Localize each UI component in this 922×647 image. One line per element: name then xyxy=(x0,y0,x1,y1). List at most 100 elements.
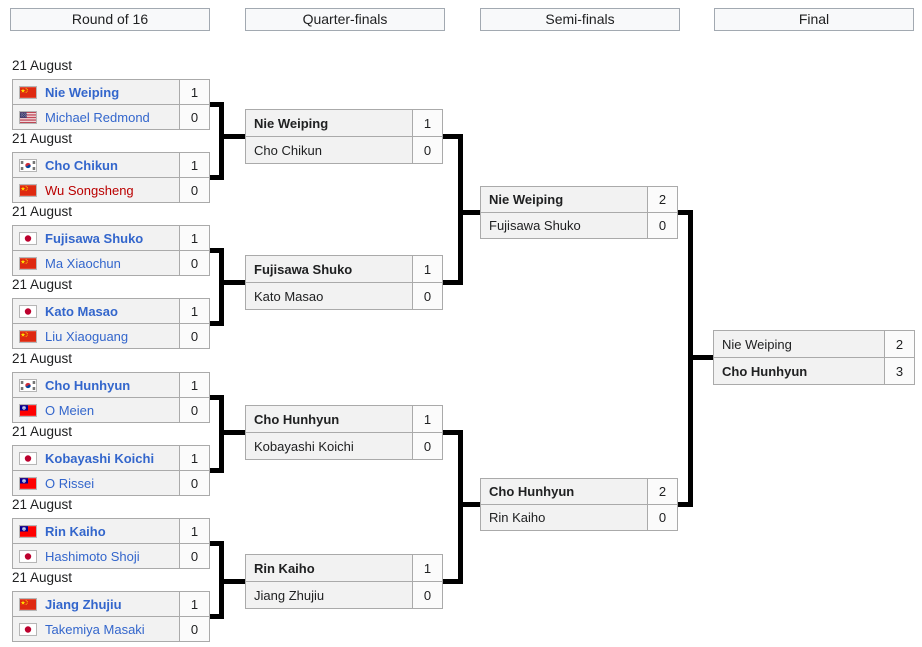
bracket-connector xyxy=(693,355,713,360)
round-header-semi-finals: Semi-finals xyxy=(480,8,680,31)
player-row: Nie Weiping 2 xyxy=(481,187,677,212)
bracket-connector xyxy=(458,134,463,285)
round-header-final: Final xyxy=(714,8,914,31)
score-cell: 2 xyxy=(647,187,677,212)
player-row: Ma Xiaochun 0 xyxy=(13,250,209,275)
bracket-connector xyxy=(224,134,245,139)
player-row: Fujisawa Shuko 0 xyxy=(481,212,677,238)
player-link[interactable]: O Meien xyxy=(45,402,95,418)
score-cell: 2 xyxy=(884,331,914,357)
player-row: Rin Kaiho 1 xyxy=(246,555,442,581)
bracket-connector xyxy=(443,579,463,584)
player-link[interactable]: Ma Xiaochun xyxy=(45,255,121,271)
score-cell: 0 xyxy=(179,324,209,348)
player-row: Jiang Zhujiu 1 xyxy=(13,592,209,616)
player-row: O Rissei 0 xyxy=(13,470,209,495)
score-cell: 1 xyxy=(412,256,442,282)
flag-china-icon xyxy=(19,183,37,197)
flag-taiwan-icon xyxy=(19,476,37,490)
match-qf-1: Nie Weiping 1 Cho Chikun 0 xyxy=(245,109,443,164)
score-cell: 0 xyxy=(647,213,677,238)
score-cell: 0 xyxy=(647,505,677,530)
player-row: Cho Chikun 0 xyxy=(246,136,442,163)
bracket-connector xyxy=(219,541,224,619)
player-name: Nie Weiping xyxy=(722,336,792,352)
player-row: Cho Hunhyun 1 xyxy=(246,406,442,432)
bracket-connector xyxy=(678,502,693,507)
flag-japan-icon xyxy=(19,549,37,563)
score-cell: 1 xyxy=(179,153,209,177)
bracket-connector xyxy=(224,579,245,584)
flag-taiwan-icon xyxy=(19,403,37,417)
player-row: Wu Songsheng 0 xyxy=(13,177,209,202)
score-cell: 1 xyxy=(412,406,442,432)
match-r16-5: Cho Hunhyun 1 O Meien 0 xyxy=(12,372,210,423)
player-row: Cho Hunhyun 3 xyxy=(714,357,914,384)
score-cell: 0 xyxy=(412,283,442,309)
player-link[interactable]: Nie Weiping xyxy=(45,84,120,100)
player-row: Liu Xiaoguang 0 xyxy=(13,323,209,348)
player-row: Rin Kaiho 1 xyxy=(13,519,209,543)
match-r16-8: Jiang Zhujiu 1 Takemiya Masaki 0 xyxy=(12,591,210,642)
flag-china-icon xyxy=(19,85,37,99)
player-link[interactable]: Jiang Zhujiu xyxy=(45,596,122,612)
bracket-connector xyxy=(443,280,463,285)
player-link[interactable]: Takemiya Masaki xyxy=(45,621,145,637)
score-cell: 1 xyxy=(179,299,209,323)
score-cell: 0 xyxy=(412,582,442,608)
player-row: Cho Hunhyun 1 xyxy=(13,373,209,397)
flag-japan-icon xyxy=(19,231,37,245)
flag-south-korea-icon xyxy=(19,158,37,172)
player-row: Michael Redmond 0 xyxy=(13,104,209,129)
score-cell: 0 xyxy=(179,398,209,422)
score-cell: 0 xyxy=(179,178,209,202)
player-row: Kato Masao 1 xyxy=(13,299,209,323)
match-qf-2: Fujisawa Shuko 1 Kato Masao 0 xyxy=(245,255,443,310)
score-cell: 0 xyxy=(179,251,209,275)
player-link[interactable]: O Rissei xyxy=(45,475,95,491)
round-header-quarter-finals: Quarter-finals xyxy=(245,8,445,31)
player-link[interactable]: Wu Songsheng xyxy=(45,182,134,198)
player-name: Cho Hunhyun xyxy=(722,363,808,379)
score-cell: 1 xyxy=(412,110,442,136)
match-r16-3: Fujisawa Shuko 1 Ma Xiaochun 0 xyxy=(12,225,210,276)
player-link[interactable]: Cho Hunhyun xyxy=(45,377,131,393)
flag-china-icon xyxy=(19,597,37,611)
player-link[interactable]: Fujisawa Shuko xyxy=(45,230,144,246)
player-row: Fujisawa Shuko 1 xyxy=(13,226,209,250)
match-date: 21 August xyxy=(12,351,73,366)
match-date: 21 August xyxy=(12,204,73,219)
match-r16-6: Kobayashi Koichi 1 O Rissei 0 xyxy=(12,445,210,496)
player-link[interactable]: Rin Kaiho xyxy=(45,523,106,539)
match-sf-2: Cho Hunhyun 2 Rin Kaiho 0 xyxy=(480,478,678,531)
player-link[interactable]: Michael Redmond xyxy=(45,109,150,125)
bracket-connector xyxy=(210,541,224,546)
match-final: Nie Weiping 2 Cho Hunhyun 3 xyxy=(713,330,915,385)
player-link[interactable]: Hashimoto Shoji xyxy=(45,548,140,564)
player-row: Kato Masao 0 xyxy=(246,282,442,309)
bracket-connector xyxy=(219,102,224,180)
bracket-connector xyxy=(210,321,224,326)
player-row: Nie Weiping 2 xyxy=(714,331,914,357)
player-link[interactable]: Cho Chikun xyxy=(45,157,118,173)
player-name: Fujisawa Shuko xyxy=(254,261,353,277)
match-date: 21 August xyxy=(12,131,73,146)
flag-usa-icon xyxy=(19,110,37,124)
player-name: Rin Kaiho xyxy=(489,510,546,525)
player-name: Kato Masao xyxy=(254,288,324,304)
player-link[interactable]: Liu Xiaoguang xyxy=(45,328,129,344)
flag-japan-icon xyxy=(19,622,37,636)
flag-south-korea-icon xyxy=(19,378,37,392)
match-r16-4: Kato Masao 1 Liu Xiaoguang 0 xyxy=(12,298,210,349)
match-date: 21 August xyxy=(12,424,73,439)
match-sf-1: Nie Weiping 2 Fujisawa Shuko 0 xyxy=(480,186,678,239)
player-row: Nie Weiping 1 xyxy=(13,80,209,104)
player-link[interactable]: Kobayashi Koichi xyxy=(45,450,155,466)
player-row: Jiang Zhujiu 0 xyxy=(246,581,442,608)
player-row: Kobayashi Koichi 1 xyxy=(13,446,209,470)
bracket-connector xyxy=(210,395,224,400)
player-name: Cho Chikun xyxy=(254,142,322,158)
player-link[interactable]: Kato Masao xyxy=(45,303,118,319)
match-date: 21 August xyxy=(12,497,73,512)
